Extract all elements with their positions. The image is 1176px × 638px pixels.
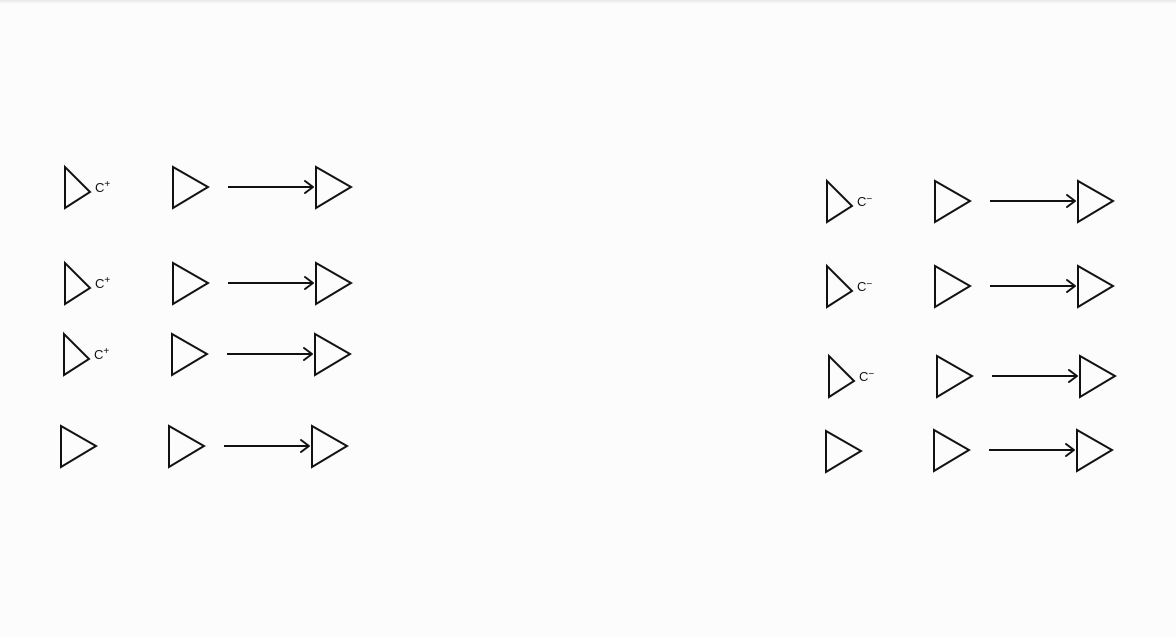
arrow-head: [304, 180, 314, 194]
charge-label: C+: [95, 275, 110, 291]
end-triangle: [314, 332, 352, 377]
charge-label: C−: [859, 369, 874, 384]
start-triangle: [826, 263, 854, 309]
charge-label: C−: [857, 279, 872, 294]
top-shadow: [0, 0, 1176, 4]
left-row-3: C+: [63, 331, 352, 377]
start-triangle: [826, 178, 854, 224]
charge-label: C+: [94, 346, 109, 362]
middle-triangle: [934, 264, 972, 309]
arrow-head: [1068, 369, 1078, 383]
end-triangle: [1079, 354, 1117, 399]
arrow-head: [300, 439, 310, 453]
middle-triangle: [171, 332, 209, 377]
end-triangle: [1076, 428, 1114, 473]
end-triangle: [1077, 264, 1115, 309]
arrow-head: [304, 276, 314, 290]
middle-triangle: [936, 354, 974, 399]
middle-triangle: [933, 428, 971, 473]
arrow-head: [303, 347, 313, 361]
right-row-3: C−: [828, 353, 1117, 399]
end-triangle: [311, 424, 349, 469]
start-triangle: [828, 353, 856, 399]
start-triangle: [60, 424, 98, 469]
end-triangle: [1077, 179, 1115, 224]
left-row-2: C+: [64, 260, 353, 306]
middle-triangle: [934, 179, 972, 224]
right-row-2: C−: [826, 263, 1115, 309]
middle-triangle: [172, 165, 210, 210]
start-triangle: [64, 260, 92, 306]
start-triangle: [63, 331, 91, 377]
charge-label: C−: [857, 194, 872, 209]
start-triangle: [64, 164, 92, 210]
arrow-head: [1066, 279, 1076, 293]
arrow-head: [1065, 443, 1075, 457]
left-row-4: [60, 424, 349, 469]
right-row-1: C−: [826, 178, 1115, 224]
right-row-4: [825, 428, 1114, 474]
left-panel: C+ C+ C+: [60, 164, 353, 469]
start-triangle: [825, 429, 863, 474]
middle-triangle: [172, 261, 210, 306]
middle-triangle: [168, 424, 206, 469]
left-row-1: C+: [64, 164, 353, 210]
charge-label: C+: [95, 179, 110, 195]
right-panel: C− C− C−: [825, 178, 1117, 474]
end-triangle: [315, 165, 353, 210]
arrow-head: [1066, 194, 1076, 208]
end-triangle: [315, 261, 353, 306]
